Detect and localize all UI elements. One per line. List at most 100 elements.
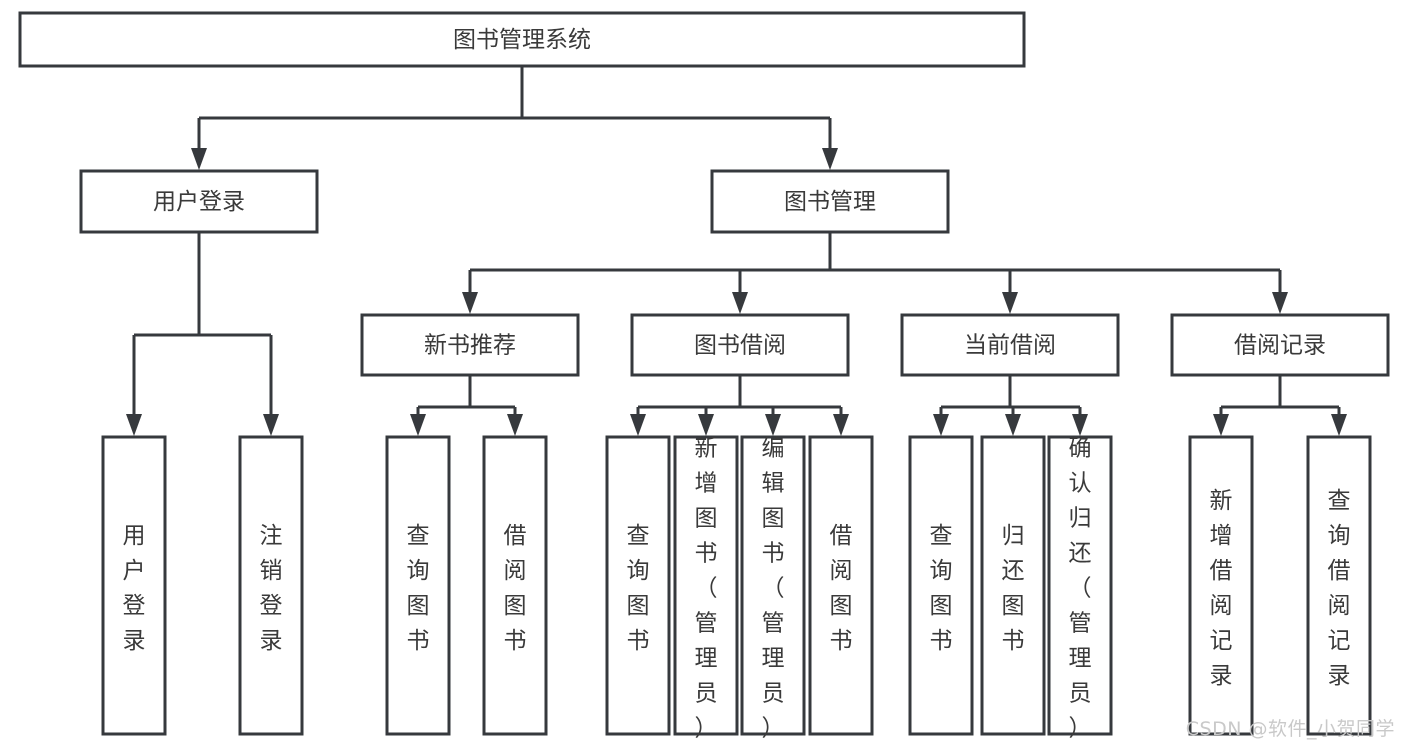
node-book-manage[interactable]: 图书管理 <box>710 169 950 234</box>
node-box[interactable] <box>101 435 167 736</box>
edge-arrowhead <box>462 292 478 314</box>
node-leaf-add-book[interactable]: 新增图书（管理员） <box>673 435 739 741</box>
edge-arrowhead <box>507 414 523 436</box>
edge-book-borrow-to-leaf-query-book-2 <box>630 407 646 436</box>
node-box[interactable] <box>740 435 806 736</box>
edge-borrow-record-to-leaf-add-record <box>1213 407 1229 436</box>
edge-arrowhead <box>1072 414 1088 436</box>
connector-bus-user-login <box>134 232 271 337</box>
node-root[interactable]: 图书管理系统 <box>18 11 1026 68</box>
node-leaf-logout[interactable]: 注销登录 <box>238 435 304 736</box>
node-leaf-add-record[interactable]: 新增借阅记录 <box>1188 435 1254 736</box>
node-current-borrow[interactable]: 当前借阅 <box>900 313 1120 377</box>
node-leaf-edit-book[interactable]: 编辑图书（管理员） <box>740 435 806 741</box>
node-leaf-user-login[interactable]: 用户登录 <box>101 435 167 736</box>
node-leaf-query-book-3[interactable]: 查询图书 <box>908 435 974 736</box>
edge-arrowhead <box>1213 414 1229 436</box>
node-box[interactable] <box>1170 313 1390 377</box>
node-box[interactable] <box>630 313 850 377</box>
edge-book-borrow-to-leaf-edit-book <box>765 407 781 436</box>
node-box[interactable] <box>360 313 580 377</box>
node-label: 用户登录 <box>123 523 146 654</box>
edge-new-book-recommend-to-leaf-borrow-book-1 <box>507 407 523 436</box>
node-label: 图书管理 <box>784 189 876 215</box>
edge-arrowhead <box>630 414 646 436</box>
node-leaf-confirm-return[interactable]: 确认归还（管理员） <box>1047 435 1113 741</box>
node-box[interactable] <box>18 11 1026 68</box>
node-box[interactable] <box>605 435 671 736</box>
edge-book-manage-to-book-borrow <box>732 270 748 314</box>
node-label: 新增图书（管理员） <box>695 435 718 741</box>
edge-root-to-user-login <box>191 118 207 170</box>
node-label: 借阅图书 <box>504 523 527 654</box>
edge-current-borrow-to-leaf-confirm-return <box>1072 407 1088 436</box>
node-user-login[interactable]: 用户登录 <box>79 169 319 234</box>
node-leaf-query-record[interactable]: 查询借阅记录 <box>1306 435 1372 736</box>
node-box[interactable] <box>710 169 950 234</box>
edge-current-borrow-to-leaf-query-book-3 <box>933 407 949 436</box>
connector-bus-root <box>199 66 830 120</box>
edge-arrowhead <box>822 148 838 170</box>
edge-arrowhead <box>833 414 849 436</box>
node-label: 用户登录 <box>153 189 245 215</box>
edge-arrowhead <box>1005 414 1021 436</box>
node-box[interactable] <box>482 435 548 736</box>
node-new-book-recommend[interactable]: 新书推荐 <box>360 313 580 377</box>
edge-current-borrow-to-leaf-return-book <box>1005 407 1021 436</box>
edge-new-book-recommend-to-leaf-query-book-1 <box>410 407 426 436</box>
node-label: 确认归还（管理员） <box>1069 435 1092 741</box>
node-borrow-record[interactable]: 借阅记录 <box>1170 313 1390 377</box>
edge-book-manage-to-new-book-recommend <box>462 270 478 314</box>
node-leaf-query-book-2[interactable]: 查询图书 <box>605 435 671 736</box>
edge-arrowhead <box>191 148 207 170</box>
node-label: 图书管理系统 <box>453 27 591 53</box>
connector-bus-borrow-record <box>1221 375 1339 409</box>
node-leaf-query-book-1[interactable]: 查询图书 <box>385 435 451 736</box>
node-label: 查询图书 <box>627 523 650 654</box>
node-label: 归还图书 <box>1002 523 1025 654</box>
node-label: 借阅图书 <box>830 523 853 654</box>
connector-bus-new-book <box>418 375 515 409</box>
node-box[interactable] <box>238 435 304 736</box>
node-label: 借阅记录 <box>1234 333 1326 359</box>
node-box[interactable] <box>79 169 319 234</box>
connector-bus-book-manage <box>470 232 1280 272</box>
node-book-borrow[interactable]: 图书借阅 <box>630 313 850 377</box>
node-leaf-return-book[interactable]: 归还图书 <box>980 435 1046 736</box>
node-label: 当前借阅 <box>964 333 1056 359</box>
node-box[interactable] <box>1306 435 1372 736</box>
node-box[interactable] <box>908 435 974 736</box>
node-label: 新书推荐 <box>424 333 516 359</box>
node-box[interactable] <box>385 435 451 736</box>
edge-arrowhead <box>263 414 279 436</box>
edge-arrowhead <box>698 414 714 436</box>
node-box[interactable] <box>1188 435 1254 736</box>
edge-arrowhead <box>1272 292 1288 314</box>
edge-root-to-book-manage <box>822 118 838 170</box>
edge-arrowhead <box>1331 414 1347 436</box>
connector-bus-book-borrow <box>638 375 841 409</box>
node-leaf-borrow-book-1[interactable]: 借阅图书 <box>482 435 548 736</box>
node-leaf-borrow-book-2[interactable]: 借阅图书 <box>808 435 874 736</box>
edge-book-manage-to-current-borrow <box>1002 270 1018 314</box>
edge-borrow-record-to-leaf-query-record <box>1331 407 1347 436</box>
edge-arrowhead <box>933 414 949 436</box>
node-box[interactable] <box>673 435 739 736</box>
edge-user-login-to-leaf-logout <box>263 335 279 436</box>
edges-layer <box>126 66 1347 436</box>
node-box[interactable] <box>980 435 1046 736</box>
connector-bus-current-borrow <box>941 375 1080 409</box>
node-label: 查询借阅记录 <box>1328 488 1351 689</box>
edge-book-manage-to-borrow-record <box>1272 270 1288 314</box>
node-box[interactable] <box>808 435 874 736</box>
nodes-layer: 图书管理系统用户登录图书管理新书推荐图书借阅当前借阅借阅记录用户登录注销登录查询… <box>18 11 1390 741</box>
edge-arrowhead <box>765 414 781 436</box>
node-box[interactable] <box>1047 435 1113 736</box>
node-box[interactable] <box>900 313 1120 377</box>
node-label: 查询图书 <box>930 523 953 654</box>
edge-arrowhead <box>410 414 426 436</box>
edge-book-borrow-to-leaf-add-book <box>698 407 714 436</box>
node-label: 查询图书 <box>407 523 430 654</box>
